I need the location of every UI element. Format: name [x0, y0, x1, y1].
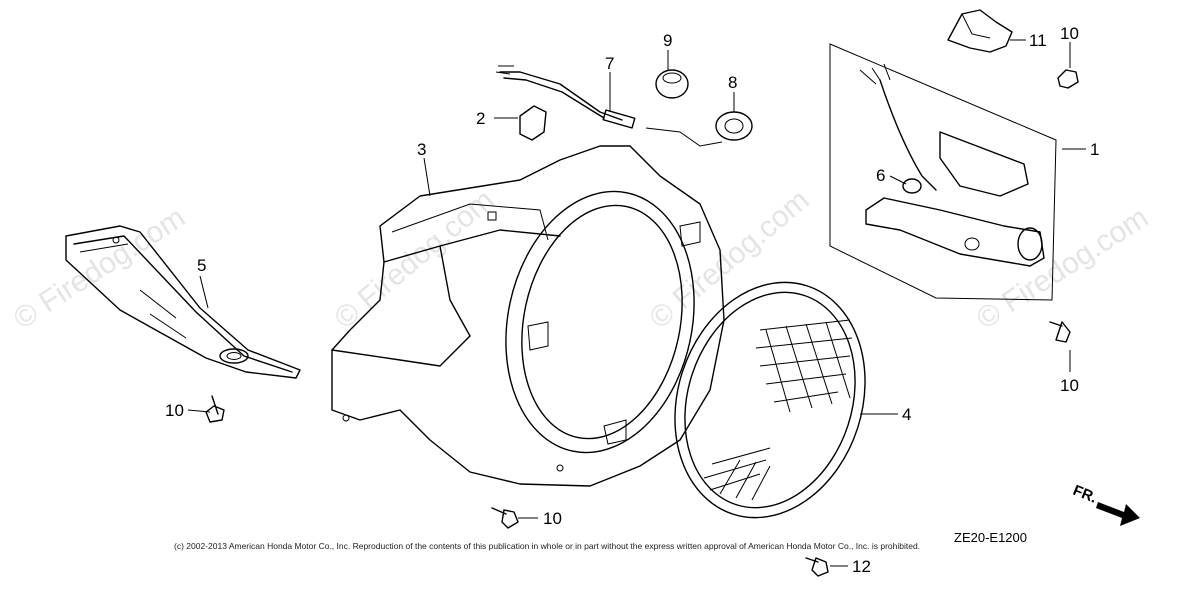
watermark: © Firedog.com	[328, 183, 500, 335]
callout-label: 10	[543, 509, 562, 528]
diagram-code: ZE20-E1200	[954, 530, 1027, 545]
watermark: © Firedog.com	[8, 201, 191, 336]
copyright-notice: (c) 2002-2013 American Honda Motor Co., …	[174, 541, 920, 551]
callout-label: 2	[476, 109, 485, 128]
leader-lines	[187, 39, 1086, 567]
callout-label: 11	[1029, 31, 1047, 50]
part-screen	[674, 281, 866, 519]
bolt-group	[205, 69, 1079, 577]
part-bracket-assembly	[829, 43, 1057, 301]
part-clip	[519, 105, 547, 141]
callout-label: 9	[663, 31, 672, 50]
callout-label: 12	[852, 557, 871, 576]
callout-label: 3	[417, 140, 426, 159]
part-switch	[645, 111, 753, 147]
front-marker-label: FR.	[1071, 482, 1100, 507]
watermark: © Firedog.com	[643, 183, 815, 335]
front-direction-marker: FR.	[1071, 482, 1140, 526]
callout-label: 10	[1060, 24, 1079, 43]
part-fan-cover	[331, 145, 725, 487]
watermark: © Firedog.com	[971, 201, 1154, 336]
part-grommet	[655, 69, 689, 99]
callout-label: 5	[197, 256, 206, 275]
part-air-guide	[65, 225, 301, 379]
front-arrow-icon	[1096, 502, 1140, 526]
callout-label: 6	[876, 166, 885, 185]
callout-label: 8	[728, 73, 737, 92]
callout-label: 10	[165, 401, 184, 420]
callout-label: 1	[1090, 140, 1099, 159]
callout-label: 10	[1060, 376, 1079, 395]
part-wire-cord	[495, 65, 636, 129]
callout-labels: 1 2 3 4 5 6 7 8 9 10 10 10 10 11 12	[165, 24, 1099, 576]
callout-label: 7	[605, 54, 614, 73]
callout-label: 4	[902, 405, 911, 424]
watermark-group: © Firedog.com © Firedog.com © Firedog.co…	[8, 183, 1154, 336]
part-connector	[947, 9, 1013, 53]
